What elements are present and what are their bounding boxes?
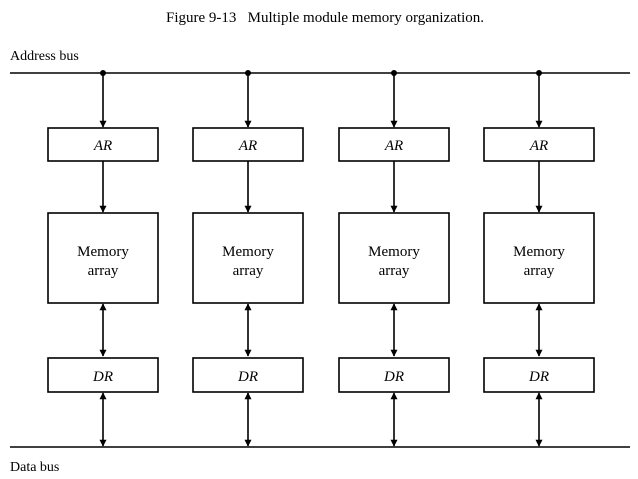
data-register-box	[338, 357, 450, 393]
data-register-label: DR	[237, 369, 258, 385]
data-register-label: DR	[528, 369, 549, 385]
memory-array-label-line2: array	[88, 263, 119, 279]
memory-array-label-line2: array	[379, 263, 410, 279]
memory-array-box	[192, 212, 304, 304]
memory-array-label-line1: Memory	[77, 244, 129, 260]
address-register-box	[338, 127, 450, 162]
data-register-box	[47, 357, 159, 393]
memory-array-label-line1: Memory	[513, 244, 565, 260]
address-register-label: AR	[238, 138, 257, 154]
address-bus-label: Address bus	[10, 49, 79, 64]
data-bus-label: Data bus	[10, 460, 59, 475]
address-register-box	[47, 127, 159, 162]
data-register-box	[483, 357, 595, 393]
address-register-box	[192, 127, 304, 162]
memory-array-box	[338, 212, 450, 304]
data-register-label: DR	[92, 369, 113, 385]
memory-array-label-line1: Memory	[222, 244, 274, 260]
memory-array-box	[47, 212, 159, 304]
address-register-label: AR	[529, 138, 548, 154]
figure-caption: Figure 9-13 Multiple module memory organ…	[166, 10, 484, 26]
address-register-label: AR	[93, 138, 112, 154]
data-register-label: DR	[383, 369, 404, 385]
memory-array-label-line2: array	[524, 263, 555, 279]
memory-array-label-line1: Memory	[368, 244, 420, 260]
data-register-box	[192, 357, 304, 393]
memory-array-box	[483, 212, 595, 304]
memory-array-label-line2: array	[233, 263, 264, 279]
address-register-label: AR	[384, 138, 403, 154]
